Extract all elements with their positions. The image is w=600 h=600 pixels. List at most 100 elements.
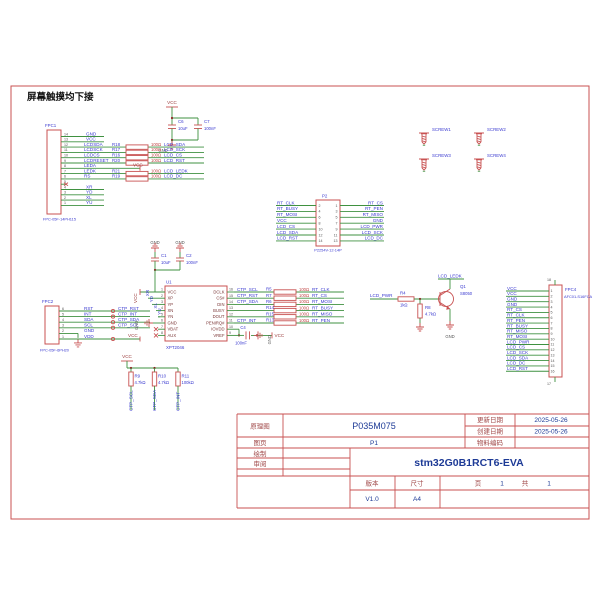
gnd-symbol — [445, 320, 455, 330]
pin-number: 4 — [161, 306, 163, 310]
label: SCL — [84, 323, 93, 328]
pin-number: 3 — [62, 324, 64, 328]
transistor-body — [438, 291, 454, 307]
resistor-body — [175, 371, 181, 387]
label: R21 — [112, 168, 121, 173]
label: VCC — [507, 291, 517, 296]
label: LCD_CS — [164, 153, 182, 158]
gnd-flag-label: GND — [445, 334, 454, 339]
vertical-net-label: CTP_SCL — [128, 390, 133, 411]
label: R9 — [135, 374, 141, 379]
label: 100nF — [204, 126, 216, 131]
tb-label-version: 版本 — [366, 479, 380, 488]
pin-name: VCC — [168, 289, 177, 294]
vcc-flag-label: VCC — [167, 100, 177, 105]
label: LCD_SDA — [164, 142, 186, 147]
label: R16 — [112, 153, 121, 158]
label: RT_CS — [507, 307, 522, 312]
tb-label-sheet: 图页 — [254, 439, 268, 447]
fpc4-body — [548, 284, 563, 378]
label: CTP_RST — [237, 293, 258, 298]
label: 4.7kΩ — [135, 380, 146, 385]
tb-title: stm32G0B1RCT6-EVA — [414, 457, 524, 469]
label: LCD_RST — [507, 366, 528, 371]
pin-number: 11 — [334, 233, 338, 237]
resistor-body — [125, 160, 149, 166]
tb-label-material-code: 物料编码 — [477, 438, 504, 447]
label: LCD_LEDK — [438, 274, 463, 279]
label: RT_MOSI — [507, 334, 527, 339]
pin-number: 6 — [62, 307, 64, 311]
label: 100Ω — [151, 142, 161, 147]
label: RT_CLK — [507, 313, 525, 318]
pin-number: 8 — [551, 327, 553, 331]
label: 100Ω — [151, 168, 161, 173]
label: XL — [86, 195, 92, 200]
pin-number: 9 — [229, 331, 231, 335]
label: LEDK — [84, 168, 97, 173]
p2-part: P2254V-12-14P — [314, 248, 342, 253]
screw-icon — [473, 158, 485, 172]
resistor-body — [273, 307, 297, 314]
pin-number: 11 — [551, 343, 555, 347]
label: YD — [86, 190, 93, 195]
label: CTP_INT — [237, 318, 256, 323]
pin-number: 13 — [64, 138, 68, 142]
label: LCD_PWR — [370, 293, 393, 298]
resistor-body — [151, 371, 158, 387]
label: LCD_PWR — [507, 339, 530, 344]
label: 100Ω — [299, 305, 309, 310]
label: LCDRESET — [84, 158, 109, 163]
label: LEDA — [84, 163, 97, 168]
label: LCD_DC — [164, 174, 183, 179]
screw-icon — [418, 132, 430, 146]
label: R14 — [266, 305, 275, 310]
tb-label-review: 审阅 — [254, 459, 267, 468]
pin-number: 4 — [319, 210, 321, 214]
label: CTP_SCL — [237, 287, 258, 292]
pin-number: 1 — [551, 289, 553, 293]
label: GND — [507, 297, 518, 302]
label: RT_CS — [368, 200, 383, 205]
label: R19 — [112, 174, 121, 179]
resistor-body — [273, 314, 297, 320]
pin-number: 6 — [551, 316, 553, 320]
pin-number: 1 — [336, 204, 338, 208]
label: LCD_SCK — [164, 147, 186, 152]
label: GND — [373, 218, 384, 223]
label: SDA — [84, 317, 94, 322]
label: RT_MOSI — [312, 299, 332, 304]
pin-number: 11 — [64, 148, 68, 152]
pin-number: 5 — [551, 311, 553, 315]
pin-number: 3 — [551, 300, 553, 304]
resistor-body — [273, 320, 297, 326]
pin-name: XN — [168, 308, 174, 313]
gnd-flag-label: GND — [158, 148, 167, 153]
pin-number: 10 — [551, 337, 555, 341]
vertical-net-label: CTP_INT — [175, 392, 180, 411]
label: RT_BUSY — [277, 206, 298, 211]
label: RT_MISO — [312, 312, 333, 317]
pin-number: 8 — [64, 164, 66, 168]
label: 100Ω — [299, 287, 309, 292]
tb-create-date: 2025-05-26 — [534, 429, 568, 436]
pin-number: 6 — [319, 216, 321, 220]
pin-name: YN — [168, 314, 174, 319]
label: CTP_RST — [118, 306, 139, 311]
pin-number: 7 — [551, 321, 553, 325]
label: CTP_SDA — [118, 317, 140, 322]
label: 100Ω — [299, 293, 309, 298]
fpc2-ref: FPC2 — [42, 299, 54, 304]
pin-number: 9 — [336, 227, 338, 231]
vertical-net-label: YD — [149, 295, 154, 302]
label: LCD_DC — [507, 361, 526, 366]
screw-icon — [418, 158, 430, 172]
label: S8050 — [460, 291, 473, 296]
label: VCC — [86, 137, 96, 142]
tb-sheet: P1 — [370, 440, 378, 447]
tb-label-schematic: 原理图 — [250, 423, 270, 431]
label: RT_CLK — [312, 287, 330, 292]
pin-number: 2 — [62, 329, 64, 333]
